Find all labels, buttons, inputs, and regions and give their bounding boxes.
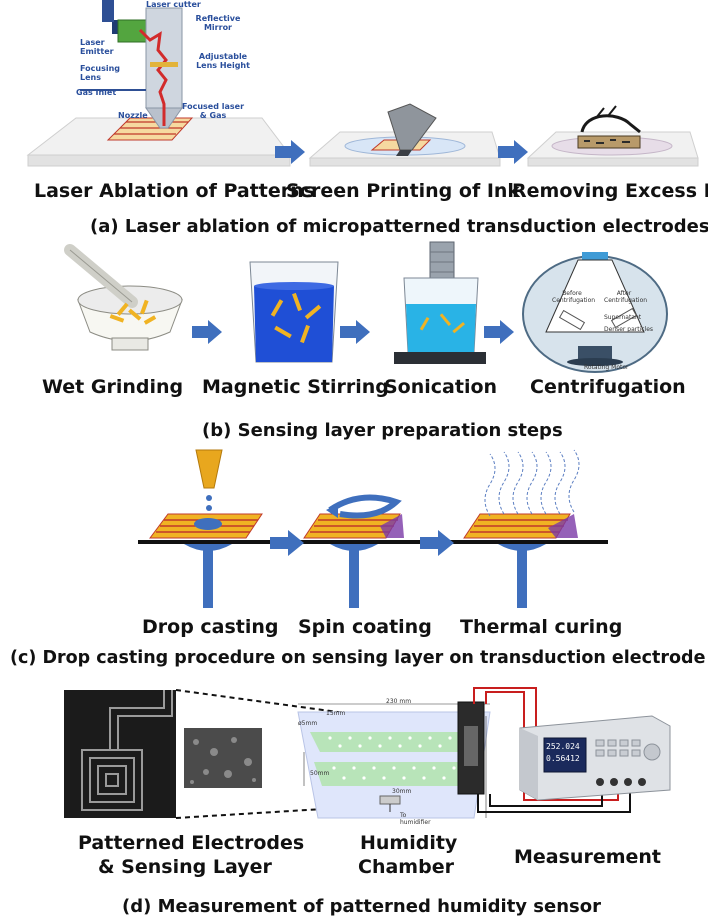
meter-readout-1: 252.024 (546, 742, 580, 751)
arrow-a-1 (275, 140, 305, 164)
dim-spacing: 15mm (326, 710, 346, 717)
step-spin-coating: Spin coating (298, 616, 432, 638)
mortar-pestle (64, 244, 183, 351)
dim-width: 230 mm (386, 698, 412, 705)
dim-to-humidifier: To humidifier (400, 812, 431, 826)
dim-outlet: 30mm (392, 788, 412, 795)
centrifuge (522, 252, 668, 373)
step-magnetic-stirring: Magnetic Stirring (202, 376, 389, 398)
label-electrodes-line2: & Sensing Layer (98, 856, 272, 878)
arrow-c-2 (420, 530, 454, 556)
caption-b: (b) Sensing layer preparation steps (202, 420, 563, 441)
step-wet-grinding: Wet Grinding (42, 376, 184, 398)
callout-laser-emitter: Laser Emitter (80, 38, 114, 56)
label-chamber-line1: Humidity (360, 832, 458, 854)
step-laser-ablation: Laser Ablation of Patterns (34, 180, 315, 202)
label-electrodes-line1: Patterned Electrodes (78, 832, 305, 854)
step-centrifugation: Centrifugation (530, 376, 686, 398)
humidity-chamber (297, 701, 491, 819)
lcr-meter (519, 715, 671, 801)
arrow-b-2 (340, 320, 370, 344)
caption-d: (d) Measurement of patterned humidity se… (122, 896, 602, 917)
drop-casting-sequence (138, 449, 608, 608)
screen-print-stage (308, 103, 699, 167)
dim-height: 50mm (310, 770, 330, 777)
arrow-b-1 (192, 320, 222, 344)
callout-nozzle: Nozzle (118, 111, 148, 120)
step-sonication: Sonication (384, 376, 498, 398)
step-drop-casting: Drop casting (142, 616, 279, 638)
callout-focusing-lens: Focusing Lens (80, 64, 120, 82)
arrow-a-2 (498, 140, 528, 164)
step-screen-printing: Screen Printing of Ink (286, 180, 521, 202)
callout-laser-cutter: Laser cutter (146, 0, 201, 9)
centrifuge-after: After Centrifugation (604, 290, 648, 304)
label-measurement: Measurement (514, 846, 661, 868)
electrode-photo (64, 690, 176, 818)
caption-c: (c) Drop casting procedure on sensing la… (10, 648, 706, 668)
step-thermal-curing: Thermal curing (460, 616, 623, 638)
dim-diameter: ø5mm (298, 720, 318, 727)
centrifuge-denser: Denser particles (604, 326, 654, 333)
label-chamber-line2: Chamber (358, 856, 454, 878)
sem-image (184, 728, 262, 788)
arrow-b-3 (484, 320, 514, 344)
beaker-stirring (249, 261, 339, 363)
sonicator (394, 241, 486, 364)
callout-gas-inlet: Gas Inlet (76, 88, 117, 97)
centrifuge-motor: Rotating Motor (584, 364, 629, 371)
callout-focused-laser-gas: Focused laser & Gas (181, 102, 245, 120)
callout-adjustable-lens-height: Adjustable Lens Height (196, 52, 250, 70)
meter-readout-2: 0.56412 (546, 754, 580, 763)
laser-stage (26, 0, 292, 167)
callout-reflective-mirror: Reflective Mirror (195, 14, 241, 32)
centrifuge-before: Before Centrifugation (552, 290, 596, 304)
caption-a: (a) Laser ablation of micropatterned tra… (90, 216, 708, 237)
step-removing-excess-ink: Removing Excess Ink (512, 180, 708, 202)
arrow-c-1 (270, 530, 304, 556)
centrifuge-supernatant: Supernatant (604, 314, 642, 321)
